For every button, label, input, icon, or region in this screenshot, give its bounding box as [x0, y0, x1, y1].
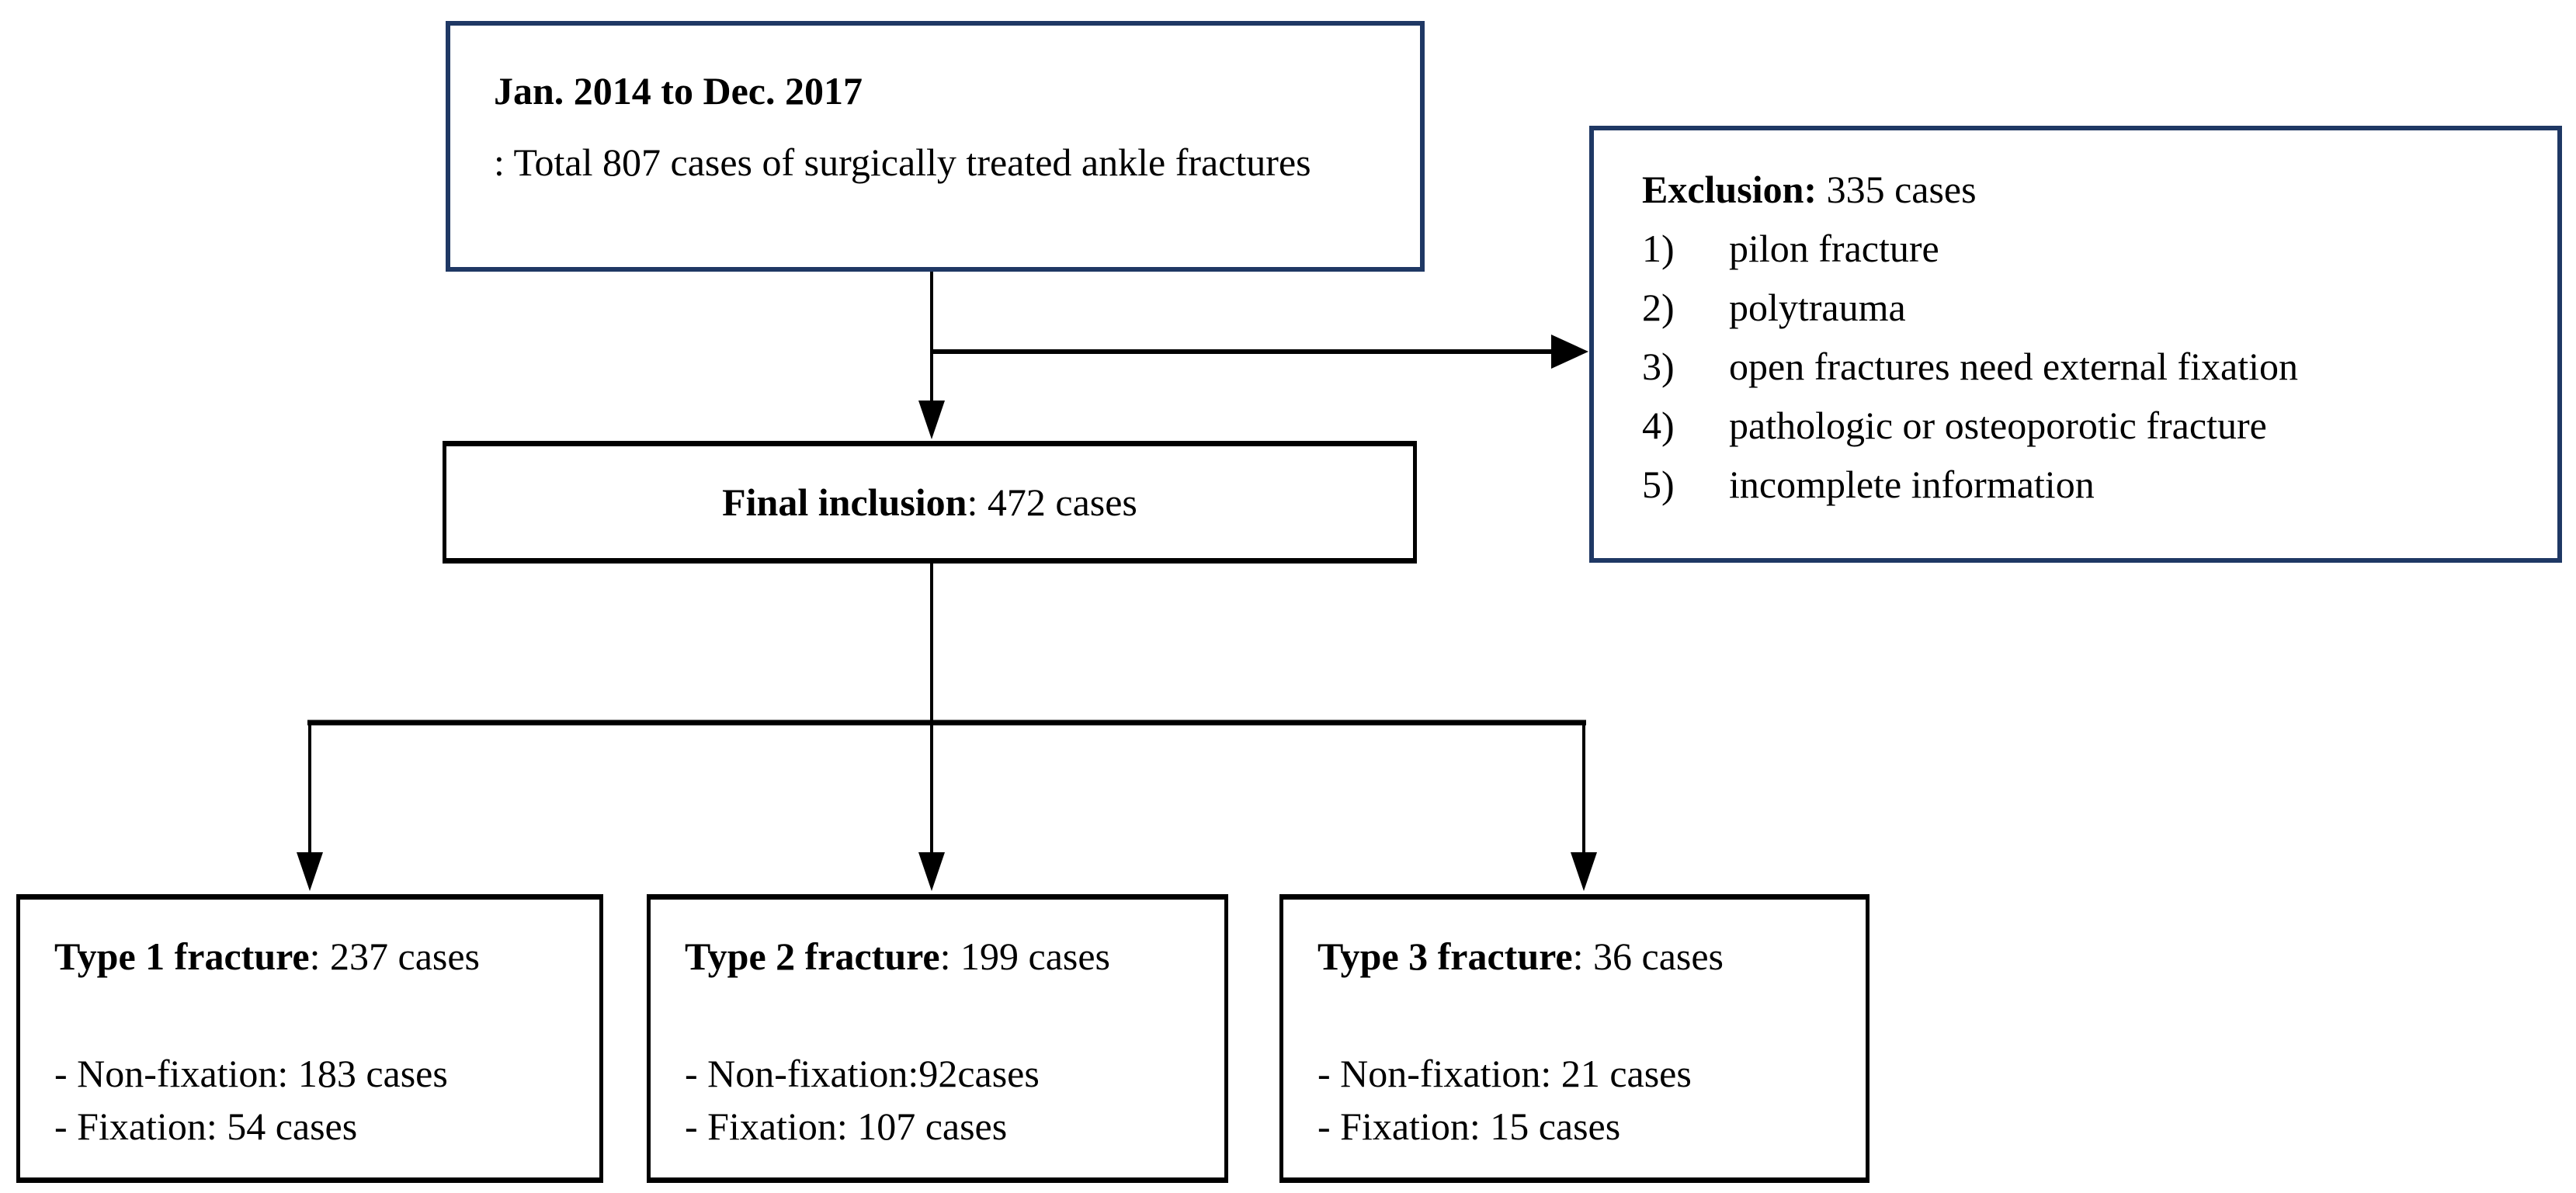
arrowhead-down-inclusion — [918, 401, 945, 439]
exclusion-item-2-number: 2) — [1642, 286, 1675, 329]
exclusion-item-5-number: 5) — [1642, 463, 1675, 506]
type3-box-fixation: - Fixation: 15 cases — [1318, 1105, 1621, 1148]
exclusion-item-4-number: 4) — [1642, 404, 1675, 447]
exclusion-item-2: 2) polytrauma — [1642, 278, 2539, 337]
type2-box: Type 2 fracture: 199 cases - Non-fixatio… — [647, 894, 1228, 1183]
type3-box-spacer — [1318, 983, 1850, 1047]
type3-box-non-fixation: - Non-fixation: 21 cases — [1318, 1052, 1692, 1095]
type3-box-title-bold: Type 3 fracture — [1318, 935, 1573, 978]
period-box-title: Jan. 2014 to Dec. 2017 — [494, 55, 1394, 127]
type1-box-title-bold: Type 1 fracture — [54, 935, 310, 978]
type1-box-title-rest: : 237 cases — [309, 935, 481, 978]
exclusion-heading-rest: 335 cases — [1817, 168, 1977, 211]
type1-box-fixation: - Fixation: 54 cases — [54, 1105, 358, 1148]
arrowhead-down-type1 — [297, 852, 323, 891]
type2-box-non-fixation: - Non-fixation:92cases — [685, 1052, 1040, 1095]
inclusion-box: Final inclusion: 472 cases — [443, 441, 1417, 564]
exclusion-heading-bold: Exclusion: — [1642, 168, 1817, 211]
type1-box: Type 1 fracture: 237 cases - Non-fixatio… — [16, 894, 603, 1183]
exclusion-item-4-label: pathologic or osteoporotic fracture — [1729, 404, 2267, 447]
exclusion-item-5: 5) incomplete information — [1642, 455, 2539, 514]
exclusion-item-1: 1) pilon fracture — [1642, 219, 2539, 278]
arrowhead-right-exclusion — [1551, 335, 1588, 369]
exclusion-box: Exclusion: 335 cases 1) pilon fracture 2)… — [1589, 126, 2562, 563]
type1-box-spacer — [54, 983, 584, 1047]
exclusion-item-2-label: polytrauma — [1729, 286, 1906, 329]
type3-box-title: Type 3 fracture: 36 cases — [1318, 929, 1850, 983]
inclusion-box-title: Final inclusion: 472 cases — [722, 480, 1137, 525]
exclusion-item-5-label: incomplete information — [1729, 463, 2095, 506]
type3-box-title-rest: : 36 cases — [1572, 935, 1724, 978]
exclusion-item-3: 3) open fractures need external fixation — [1642, 337, 2539, 396]
type2-box-title-bold: Type 2 fracture — [685, 935, 940, 978]
period-box-title-text: Jan. 2014 to Dec. 2017 — [494, 69, 863, 113]
period-box-body: : Total 807 cases of surgically treated … — [494, 140, 1311, 184]
type2-box-spacer — [685, 983, 1209, 1047]
type1-box-title: Type 1 fracture: 237 cases — [54, 929, 584, 983]
inclusion-box-title-rest: : 472 cases — [967, 480, 1137, 524]
exclusion-item-1-label: pilon fracture — [1729, 227, 1939, 270]
inclusion-box-title-bold: Final inclusion — [722, 480, 967, 524]
type2-box-fixation: - Fixation: 107 cases — [685, 1105, 1008, 1148]
arrowhead-down-type3 — [1571, 852, 1597, 891]
type1-box-non-fixation: - Non-fixation: 183 cases — [54, 1052, 448, 1095]
exclusion-item-3-label: open fractures need external fixation — [1729, 345, 2298, 388]
exclusion-item-1-number: 1) — [1642, 227, 1675, 270]
exclusion-item-4: 4) pathologic or osteoporotic fracture — [1642, 396, 2539, 455]
type2-box-title-rest: : 199 cases — [939, 935, 1111, 978]
type3-box: Type 3 fracture: 36 cases - Non-fixation… — [1279, 894, 1870, 1183]
type2-box-title: Type 2 fracture: 199 cases — [685, 929, 1209, 983]
period-box: Jan. 2014 to Dec. 2017 : Total 807 cases… — [446, 21, 1425, 272]
arrowhead-down-type2 — [918, 852, 945, 891]
exclusion-heading: Exclusion: 335 cases — [1642, 160, 2539, 219]
exclusion-item-3-number: 3) — [1642, 345, 1675, 388]
